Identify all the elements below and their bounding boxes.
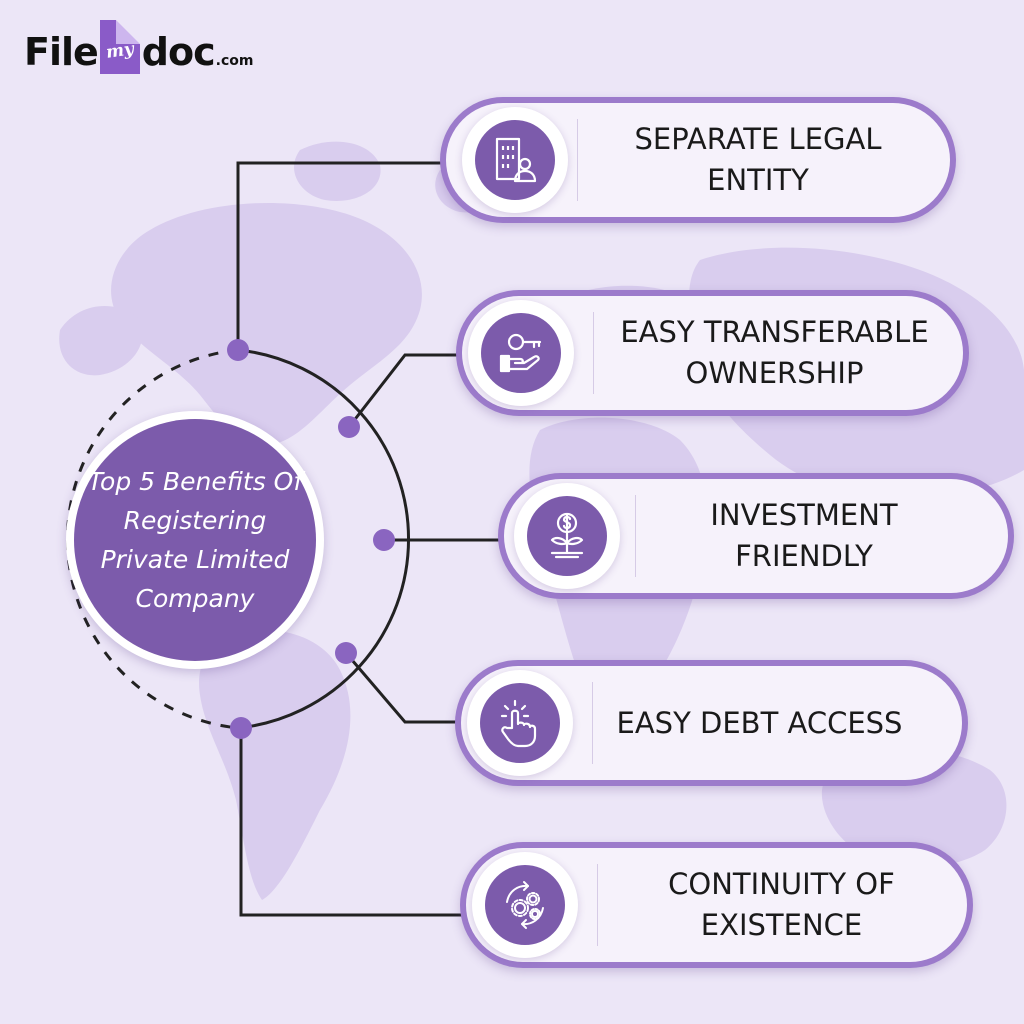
benefit-card-continuity-of-existence: CONTINUITY OF EXISTENCE — [460, 842, 973, 968]
benefit-card-easy-transferable-ownership: EASY TRANSFERABLE OWNERSHIP — [456, 290, 969, 416]
hand-pointer-icon — [480, 683, 560, 763]
node-dot-1 — [227, 339, 249, 361]
logo-text-doc: doc — [141, 30, 216, 74]
benefit-icon-ring — [514, 483, 620, 589]
benefit-icon-ring — [462, 107, 568, 213]
benefit-label: SEPARATE LEGAL ENTITY — [634, 122, 882, 197]
filemydoc-logo: File my doc .com — [24, 14, 253, 74]
connector-1 — [236, 161, 448, 350]
node-dot-3 — [373, 529, 395, 551]
connector-2 — [347, 353, 460, 428]
benefit-card-easy-debt-access: EASY DEBT ACCESS — [455, 660, 968, 786]
benefit-label: EASY DEBT ACCESS — [616, 705, 903, 740]
central-circle: Top 5 Benefits Of Registering Private Li… — [66, 411, 324, 669]
benefit-card-separate-legal-entity: SEPARATE LEGAL ENTITY — [440, 97, 956, 223]
logo-text-my: my — [104, 39, 135, 63]
central-disc: Top 5 Benefits Of Registering Private Li… — [74, 419, 316, 661]
building-person-icon — [475, 120, 555, 200]
benefit-icon-ring — [472, 852, 578, 958]
node-dot-2 — [338, 416, 360, 438]
benefit-label: EASY TRANSFERABLE OWNERSHIP — [620, 315, 929, 390]
connector-5 — [239, 728, 465, 917]
logo-text-file: File — [24, 30, 99, 74]
node-dot-5 — [230, 717, 252, 739]
money-plant-icon — [527, 496, 607, 576]
dashed-left-arc — [66, 348, 239, 730]
benefit-icon-ring — [468, 300, 574, 406]
benefit-icon-ring — [467, 670, 573, 776]
connector-4 — [344, 652, 460, 724]
benefit-label: INVESTMENT FRIENDLY — [710, 498, 898, 573]
benefit-label: CONTINUITY OF EXISTENCE — [668, 867, 895, 942]
gears-cycle-icon — [485, 865, 565, 945]
logo-document-icon: my — [99, 20, 140, 74]
key-in-hand-icon — [481, 313, 561, 393]
benefit-card-investment-friendly: INVESTMENT FRIENDLY — [498, 473, 1014, 599]
node-dot-4 — [335, 642, 357, 664]
logo-text-domain: .com — [215, 53, 254, 69]
central-title: Top 5 Benefits Of Registering Private Li… — [87, 467, 303, 613]
